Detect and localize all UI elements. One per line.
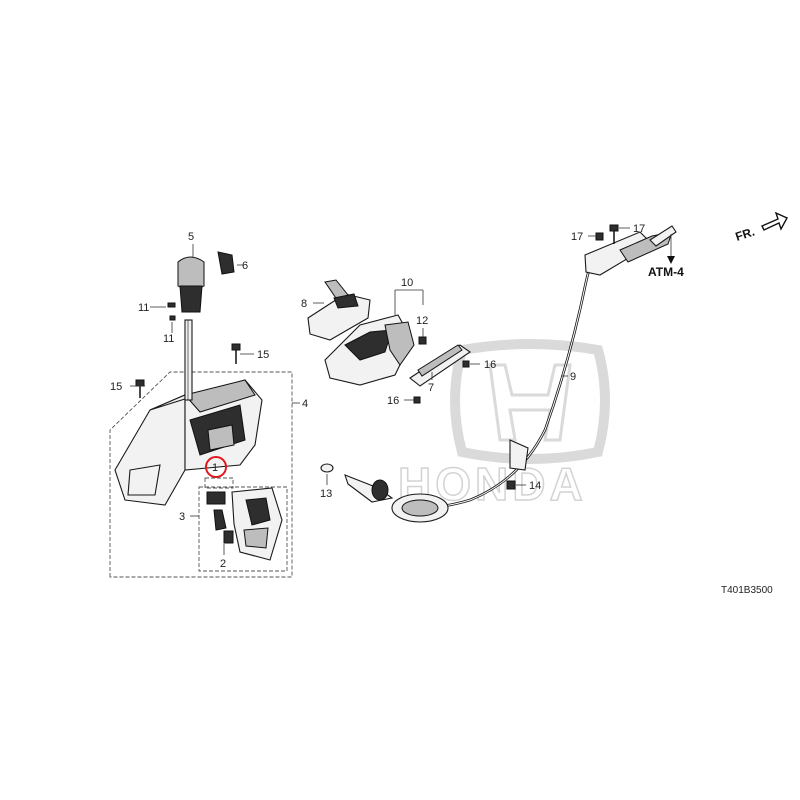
leader-lines	[130, 227, 675, 555]
washer-part-13	[320, 463, 334, 473]
light-strip-part-7	[409, 344, 471, 387]
label-part-14: 14	[529, 480, 541, 492]
shift-lever-assembly	[114, 319, 263, 506]
label-part-11-b: 11	[163, 333, 174, 345]
label-part-7: 7	[428, 382, 434, 394]
label-part-2: 2	[220, 558, 226, 570]
label-part-5: 5	[188, 231, 194, 243]
label-part-1: 1	[212, 462, 218, 474]
label-part-16-a: 16	[484, 359, 496, 371]
label-part-16-b: 16	[387, 395, 399, 407]
shift-knob	[177, 256, 205, 313]
label-part-9: 9	[570, 371, 576, 383]
front-indicator-label: FR.	[734, 225, 757, 244]
sensor-part-1	[206, 491, 226, 505]
lock-unit-part-3	[213, 487, 283, 561]
clip-part-12	[418, 336, 427, 345]
label-part-15-b: 15	[110, 381, 122, 393]
front-indicator: FR.	[734, 211, 788, 244]
front-arrow-icon	[761, 211, 788, 231]
indicator-panel-part-8	[307, 279, 371, 341]
label-part-8: 8	[301, 298, 307, 310]
callout-atm-4: ATM-4	[648, 265, 684, 279]
bolt-11-icon	[167, 302, 176, 321]
label-part-17-a: 17	[571, 231, 583, 243]
label-part-3: 3	[179, 511, 185, 523]
assembly-box-1	[204, 477, 234, 489]
label-part-12: 12	[416, 315, 428, 327]
diagram-code: T401B3500	[721, 585, 773, 596]
label-part-15-a: 15	[257, 349, 269, 361]
label-part-17-b: 17	[633, 223, 645, 235]
label-part-10: 10	[401, 277, 413, 289]
honda-h-logo-icon	[450, 339, 610, 464]
label-part-13: 13	[320, 488, 332, 500]
knob-button	[217, 251, 235, 275]
screw-16-icon	[413, 360, 470, 404]
console-bracket-part-10	[324, 314, 415, 386]
label-part-6: 6	[242, 260, 248, 272]
label-part-4: 4	[302, 398, 308, 410]
shift-cable-part-9	[344, 225, 677, 523]
label-part-11-a: 11	[138, 302, 149, 314]
highlight-ring-part-1	[205, 456, 227, 478]
assembly-box-4	[109, 371, 293, 578]
clip-part-2	[223, 530, 234, 544]
nut-part-14	[506, 480, 516, 490]
assembly-box-3	[198, 486, 288, 572]
bolt-17-icon	[595, 224, 619, 244]
